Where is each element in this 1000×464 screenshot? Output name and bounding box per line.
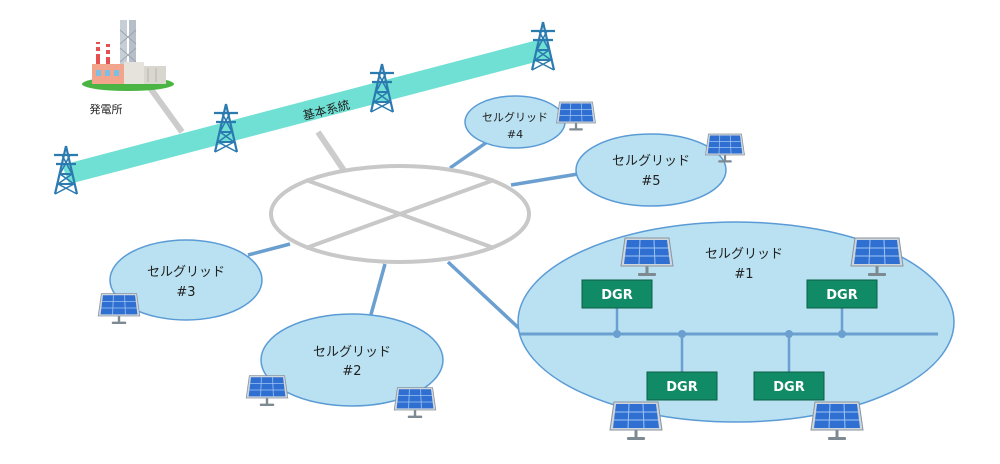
cell-grid-5-number: #5 (641, 174, 660, 189)
cell-links (247, 138, 579, 334)
link-cell-2 (368, 263, 387, 319)
cell-grid-4-name: セルグリッド (482, 110, 548, 124)
dgr-label: DGR (773, 380, 804, 395)
grid-hub-connector (315, 130, 348, 174)
solar-panel-icon (97, 293, 141, 325)
cell-grid-4: セルグリッド #4 (464, 95, 566, 149)
solar-panel-icon (810, 401, 864, 441)
dgr-box: DGR (581, 279, 653, 309)
solar-panel-icon (245, 375, 289, 407)
main-grid-band (62, 38, 551, 184)
cell-grid-2: セルグリッド #2 (260, 313, 444, 407)
plant-connector (145, 83, 185, 134)
link-cell-4 (448, 138, 492, 170)
link-cell-5 (510, 172, 579, 187)
solar-panel-icon (609, 401, 663, 441)
dgr-box: DGR (646, 371, 718, 401)
cell-grid-1-number: #1 (734, 267, 753, 282)
power-plant-icon (82, 20, 174, 91)
dgr-label: DGR (826, 288, 857, 303)
cell-grid-5-name: セルグリッド (612, 154, 690, 169)
solar-panel-icon (393, 387, 437, 419)
dgr-box: DGR (753, 371, 825, 401)
cell-grid-4-number: #4 (507, 128, 523, 141)
cell-grid-3-number: #3 (176, 285, 195, 300)
dgr-label: DGR (666, 380, 697, 395)
cell-grid-5: セルグリッド #5 (575, 133, 727, 207)
link-cell-3 (247, 242, 291, 257)
dgr-box: DGR (806, 279, 878, 309)
cell-grid-2-number: #2 (342, 364, 361, 379)
dgr-label: DGR (601, 288, 632, 303)
central-hub (269, 164, 531, 264)
cell-grid-3-name: セルグリッド (147, 265, 225, 280)
cell-grid-1: セルグリッド #1 (517, 221, 955, 423)
cell-grid-1-name: セルグリッド (705, 247, 783, 262)
link-cell-1 (446, 260, 525, 334)
cell-grid-2-name: セルグリッド (313, 345, 391, 360)
power-plant-label: 発電所 (90, 102, 123, 116)
cell-grid-3: セルグリッド #3 (109, 239, 263, 321)
